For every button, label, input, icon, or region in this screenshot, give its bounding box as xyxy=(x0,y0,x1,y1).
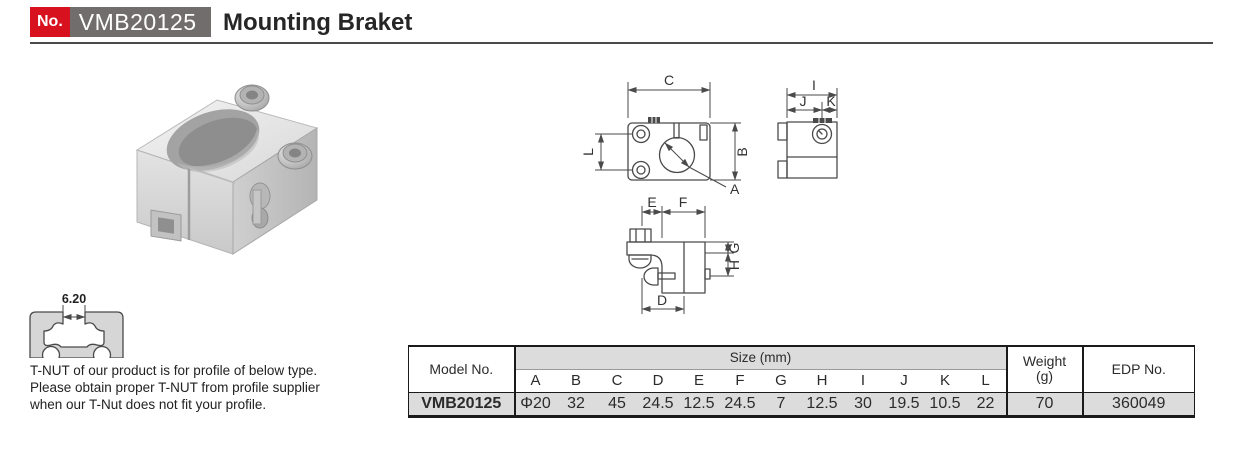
size-value-f: 24.5 xyxy=(719,391,761,416)
size-value-h: 12.5 xyxy=(801,391,843,416)
drawing-front-view: C A L B xyxy=(583,72,750,197)
size-value-a: Φ20 xyxy=(514,391,556,416)
model-no-header: Model No. xyxy=(408,346,516,392)
dim-label-i: I xyxy=(812,77,816,93)
note-line: when our T-Nut does not fit your profile… xyxy=(30,397,267,412)
page-title: Mounting Braket xyxy=(223,9,413,36)
edp-header: EDP No. xyxy=(1081,346,1195,392)
edp-value: 360049 xyxy=(1081,391,1195,416)
size-header: Size (mm) xyxy=(514,346,1007,370)
size-value-j: 19.5 xyxy=(883,391,925,416)
size-value-l: 22 xyxy=(965,391,1007,416)
size-value-b: 32 xyxy=(555,391,597,416)
model-number-badge: VMB20125 xyxy=(69,7,211,37)
weight-value: 70 xyxy=(1005,391,1083,416)
product-photo xyxy=(135,84,319,255)
size-value-d: 24.5 xyxy=(637,391,679,416)
dim-label-h: H xyxy=(726,260,742,270)
t-nut-icon xyxy=(249,182,271,229)
dim-label-l: L xyxy=(583,148,596,156)
dim-label-c: C xyxy=(664,72,674,88)
col-header-e: E xyxy=(678,369,720,392)
bore-hole xyxy=(166,109,260,173)
col-header-h: H xyxy=(801,369,843,392)
profile-cross-section: 6.20 xyxy=(29,292,124,358)
note-line: T-NUT of our product is for profile of b… xyxy=(30,363,318,378)
dim-label-e: E xyxy=(647,196,656,210)
table-header-row-2: A B C D E F G H I J K L xyxy=(409,369,1195,392)
note-line: Please obtain proper T-NUT from profile … xyxy=(30,380,320,395)
t-nut-note: T-NUT of our product is for profile of b… xyxy=(30,362,360,413)
socket-screw-icon xyxy=(234,84,270,112)
col-header-j: J xyxy=(883,369,925,392)
dim-label-f: F xyxy=(679,196,688,210)
dim-label-a: A xyxy=(730,181,740,197)
part-number-badge: No. VMB20125 xyxy=(30,7,211,37)
size-value-k: 10.5 xyxy=(924,391,966,416)
dim-label-k: K xyxy=(826,93,836,109)
col-header-l: L xyxy=(965,369,1007,392)
dim-label-d: D xyxy=(657,292,667,308)
header-divider xyxy=(30,42,1213,44)
model-no-value: VMB20125 xyxy=(408,391,516,416)
spec-table: Model No. Size (mm) Weight (g) EDP No. A… xyxy=(408,345,1195,418)
size-value-i: 30 xyxy=(842,391,884,416)
drawing-side-view: I J K xyxy=(777,77,838,179)
size-value-c: 45 xyxy=(596,391,638,416)
col-header-f: F xyxy=(719,369,761,392)
col-header-i: I xyxy=(842,369,884,392)
dim-label-g: G xyxy=(726,243,742,254)
dim-label-b: B xyxy=(734,147,750,156)
col-header-k: K xyxy=(924,369,966,392)
drawing-bottom-view: E F G H D xyxy=(626,196,742,314)
weight-header: Weight (g) xyxy=(1005,346,1083,392)
col-header-g: G xyxy=(760,369,802,392)
col-header-a: A xyxy=(514,369,556,392)
no-label: No. xyxy=(30,7,70,37)
table-row: VMB20125 Φ20 32 45 24.5 12.5 24.5 7 12.5… xyxy=(408,391,1195,416)
table-header-row-1: Model No. Size (mm) Weight (g) EDP No. xyxy=(408,346,1195,392)
size-value-g: 7 xyxy=(760,391,802,416)
col-header-d: D xyxy=(637,369,679,392)
size-value-e: 12.5 xyxy=(678,391,720,416)
t-nut-icon xyxy=(150,209,182,242)
dim-label-j: J xyxy=(800,93,807,109)
col-header-c: C xyxy=(596,369,638,392)
socket-screw-icon xyxy=(277,142,313,170)
slot-width-label: 6.20 xyxy=(62,292,86,306)
col-header-b: B xyxy=(555,369,597,392)
